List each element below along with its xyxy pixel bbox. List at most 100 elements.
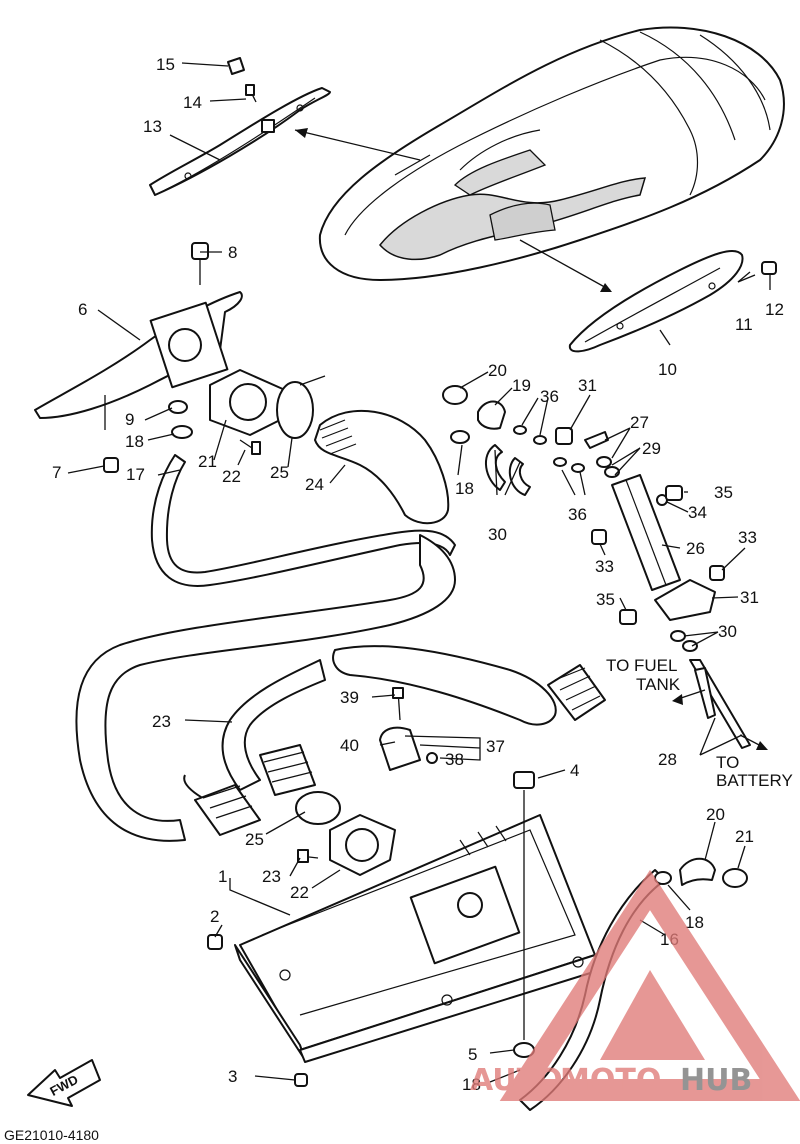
- label-31: 31: [740, 588, 759, 607]
- drawing-code: GE21010-4180: [4, 1127, 99, 1143]
- label-1: 1: [218, 867, 227, 886]
- part-3-bolt: [294, 1073, 308, 1087]
- part-24-hose-upper: [314, 409, 450, 525]
- label-9: 9: [125, 410, 134, 429]
- part-32-fitting: [555, 427, 573, 445]
- part-8-nut: [191, 242, 209, 285]
- to-battery-line1: TO: [716, 753, 739, 772]
- watermark-word-moto: MOTO: [560, 1063, 661, 1098]
- part-15-cap: [227, 57, 245, 75]
- label-36-lower: 36: [568, 505, 587, 524]
- part-35-nut-lower: [619, 609, 637, 625]
- fwd-arrow: FWD: [27, 1059, 101, 1107]
- part-boot-middle: [259, 744, 316, 796]
- label-14: 14: [183, 93, 202, 112]
- label-34: 34: [688, 503, 707, 522]
- part-22-bolt-lower: [297, 849, 319, 863]
- part-19-elbow-upper: [477, 400, 506, 430]
- part-17-hose: [150, 454, 456, 587]
- part-4-cap: [513, 771, 535, 1040]
- label-29-lower: 30: [718, 622, 737, 641]
- part-rubber-boot-right: [547, 664, 606, 721]
- label-28: 28: [658, 750, 677, 769]
- label-33-upper: 33: [738, 528, 757, 547]
- part-21-flange-lower: [329, 814, 396, 876]
- to-battery-line2: BATTERY: [716, 771, 793, 790]
- part-29-clamps-lower: [670, 630, 698, 652]
- part-18-clamp-upper-left: [171, 425, 193, 439]
- part-20-cap-lower: [722, 868, 748, 888]
- label-33-lower: 33: [595, 557, 614, 576]
- label-27: 27: [630, 413, 649, 432]
- label-3: 3: [228, 1067, 237, 1086]
- label-4: 4: [570, 761, 579, 780]
- label-40: 40: [340, 736, 359, 755]
- arrow-to-10: [519, 239, 611, 291]
- part-25-clamp-upper: [276, 375, 326, 439]
- watermark-triangle-icon: [499, 869, 800, 1101]
- watermark-word-hub: HUB: [680, 1063, 752, 1098]
- part-26-filter-tube: [611, 474, 681, 591]
- part-33-bolt-lower: [709, 565, 725, 581]
- label-11: 11: [735, 315, 753, 334]
- label-20-upper: 20: [488, 361, 507, 380]
- label-8: 8: [228, 243, 237, 262]
- part-9-washer: [168, 400, 188, 414]
- part-2-grommet: [207, 934, 223, 950]
- label-23: 23: [152, 712, 171, 731]
- part-18-clamp-right: [450, 430, 470, 444]
- hull-deck: [318, 26, 785, 281]
- watermark-logo: AUTO MOTO HUB: [470, 869, 800, 1101]
- label-25-lower: 25: [245, 830, 264, 849]
- part-39-bolt: [392, 687, 404, 721]
- label-29-upper: 29: [642, 439, 661, 458]
- label-26: 26: [686, 539, 705, 558]
- label-36-upper: 36: [540, 387, 559, 406]
- part-31-bracket: [654, 579, 716, 621]
- part-22-bolt-upper: [239, 439, 261, 455]
- label-24: 24: [305, 475, 324, 494]
- label-22-lower: 23: [262, 867, 281, 886]
- part-14-screw: [245, 84, 257, 103]
- part-6-bracket: [34, 291, 243, 430]
- part-12-cap: [761, 261, 777, 275]
- label-12: 12: [765, 300, 784, 319]
- part-20-cap-upper: [442, 385, 468, 405]
- label-21-lower: 22: [290, 883, 309, 902]
- label-38: 38: [445, 750, 464, 769]
- part-1-box: [234, 814, 601, 1063]
- label-20-lower: 21: [735, 827, 754, 846]
- watermark-word-auto: AUTO: [470, 1063, 563, 1098]
- label-22-upper: 22: [222, 467, 241, 486]
- part-35-nut-upper: [665, 485, 683, 501]
- part-number-labels: 15 14 13 8 6 9 18 7 17 21 22 25 24 12 11…: [52, 55, 784, 1094]
- label-37: 37: [486, 737, 505, 756]
- part-10-cover: [568, 250, 744, 353]
- label-10: 10: [658, 360, 677, 379]
- part-33-bolt-upper: [591, 529, 607, 545]
- label-19-upper: 19: [512, 376, 531, 395]
- part-27-hose-small: [584, 431, 609, 449]
- label-39: 39: [340, 688, 359, 707]
- label-32: 31: [578, 376, 597, 395]
- label-35-lower: 35: [596, 590, 615, 609]
- to-fuel-tank-line1: TO FUEL: [606, 656, 677, 675]
- label-35-upper: 35: [714, 483, 733, 502]
- part-36-clamps: [513, 425, 585, 473]
- label-18-upper-left: 18: [125, 432, 144, 451]
- label-2: 2: [210, 907, 219, 926]
- part-38-nut: [426, 752, 438, 764]
- label-18-lower-right: 18: [685, 913, 704, 932]
- label-17: 17: [126, 465, 145, 484]
- label-6: 6: [78, 300, 87, 319]
- part-25-clamp-lower: [295, 791, 341, 825]
- label-5: 5: [468, 1045, 477, 1064]
- label-15: 15: [156, 55, 175, 74]
- part-11-screw: [737, 271, 751, 283]
- to-fuel-tank-line2: TANK: [636, 675, 681, 694]
- arrow-to-13: [294, 129, 421, 161]
- label-18-right: 18: [455, 479, 474, 498]
- label-19-lower: 20: [706, 805, 725, 824]
- watermark-inner-triangle-icon: [600, 970, 705, 1060]
